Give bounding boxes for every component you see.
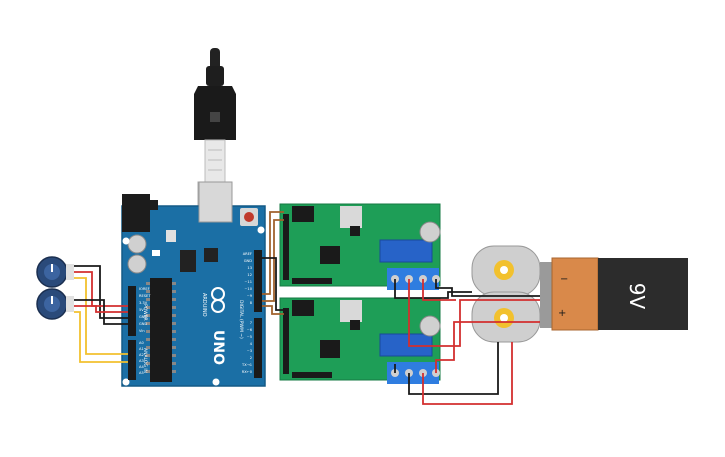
wire-brown <box>262 305 284 315</box>
wire-red <box>422 279 456 301</box>
pin-label: RESET <box>139 294 151 298</box>
battery-label: 9V <box>625 283 649 310</box>
pin-label: A3 <box>139 359 144 363</box>
infinity-logo-icon <box>211 287 225 313</box>
pin-label: 7 <box>250 321 252 325</box>
arduino-brand-label: ARDUINO <box>201 293 207 317</box>
wire-red <box>435 321 540 373</box>
potentiometer-bottom[interactable] <box>36 288 74 320</box>
wires <box>74 211 540 405</box>
pin-label: AREF <box>243 252 252 256</box>
wire-red <box>408 279 540 347</box>
pin-label: A5 <box>139 371 144 375</box>
battery-minus-label: − <box>560 274 568 285</box>
pin-label: Vin <box>139 329 145 333</box>
pin-label: ~5 <box>247 335 252 339</box>
digital-header-bottom[interactable] <box>254 318 262 378</box>
pin-label: RX←0 <box>242 370 253 374</box>
pin-label: 12 <box>247 273 252 277</box>
pin-label: ~3 <box>247 349 252 353</box>
pin-label: GND <box>139 315 147 319</box>
pin-label: 13 <box>247 266 252 270</box>
pin-label: A1 <box>139 347 144 351</box>
battery-plus-label: + <box>558 308 566 319</box>
dc-motor-bottom[interactable] <box>471 291 541 343</box>
pin-label: 4 <box>250 342 253 346</box>
wire-black <box>394 279 472 299</box>
motor-driver-bottom[interactable] <box>279 297 441 384</box>
wire-yellow <box>74 311 128 363</box>
analog-header[interactable] <box>128 340 136 380</box>
pin-label: 2 <box>250 356 252 360</box>
usb-port <box>198 181 233 223</box>
digital-header-top[interactable] <box>254 250 262 312</box>
wire-black <box>74 265 128 319</box>
pin-label: A0 <box>139 341 144 345</box>
wire-brown <box>262 219 284 302</box>
pin-label: TX→1 <box>241 363 252 367</box>
power-section-label: POWER <box>142 304 148 321</box>
arduino-uno-label: UNO <box>210 330 226 365</box>
potentiometer-top[interactable] <box>36 256 74 288</box>
pin-label: ~10 <box>244 287 252 291</box>
regulator-chip <box>180 250 196 272</box>
wire-red <box>74 305 128 313</box>
wire-red <box>422 342 513 405</box>
motor-driver-top[interactable] <box>279 203 441 290</box>
analog-section-label: ANALOG IN <box>142 348 148 373</box>
pin-label: GND <box>139 322 147 326</box>
pin-label: 5V <box>139 308 144 312</box>
pin-label: 8 <box>250 301 253 305</box>
pin-label: 3.3V <box>139 301 148 305</box>
wire-brown <box>262 211 284 295</box>
pin-label: GND <box>244 259 252 263</box>
wire-black <box>435 279 540 297</box>
wire-black <box>408 342 499 395</box>
wire-black <box>262 257 284 311</box>
dc-motor-top[interactable] <box>471 245 541 297</box>
power-jack <box>122 194 150 232</box>
wire-red <box>74 271 128 307</box>
battery-9v[interactable]: 9V − + <box>540 257 688 331</box>
arduino-uno-board[interactable]: UNO ARDUINO POWER ANALOG IN DIGITAL (PWM… <box>121 181 266 387</box>
pin-label: ~9 <box>247 294 253 298</box>
pin-label: ~6 <box>247 328 253 332</box>
pin-label: A2 <box>139 353 144 357</box>
pin-label: A4 <box>139 365 144 369</box>
pin-label: IOREF <box>139 287 150 291</box>
digital-section-label: DIGITAL (PWM ~) <box>238 300 244 339</box>
power-header[interactable] <box>128 286 136 336</box>
pin-label: ~11 <box>244 280 252 284</box>
atmega-chip <box>150 278 172 382</box>
wire-yellow <box>74 277 128 355</box>
